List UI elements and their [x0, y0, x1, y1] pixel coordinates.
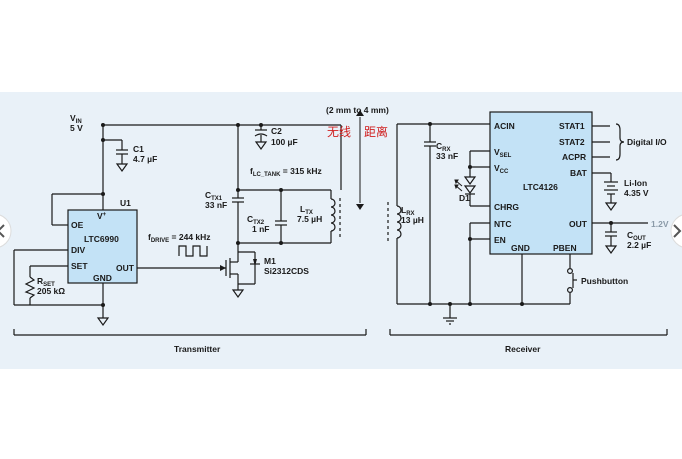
vin-label: VIN — [70, 113, 82, 125]
fdrive-label: fDRIVE = 244 kHz — [148, 232, 211, 244]
cout-value: 2.2 µF — [627, 240, 651, 250]
wireless-annotation: 无线 — [327, 125, 351, 139]
u1-pin-vplus: V+ — [97, 211, 107, 221]
pin-stat2: STAT2 — [559, 137, 585, 147]
c2-value: 100 µF — [271, 137, 298, 147]
crx-name: CRX — [436, 141, 450, 153]
d1-name: D1 — [459, 193, 470, 203]
u1-pin-gnd: GND — [93, 273, 112, 283]
distance-arrow-down — [356, 204, 364, 210]
u1-pin-set: SET — [71, 261, 88, 271]
carousel-next-button[interactable] — [670, 214, 682, 248]
battery-value: 4.35 V — [624, 188, 649, 198]
pin-stat1: STAT1 — [559, 121, 585, 131]
distance-arrow-up — [356, 110, 364, 116]
pin-vcc: VCC — [494, 163, 509, 175]
ltx-name: LTX — [300, 204, 313, 216]
ctx1-value: 33 nF — [205, 200, 227, 210]
transmitter-label: Transmitter — [174, 344, 221, 354]
flc-tank-label: fLC_TANK = 315 kHz — [250, 166, 322, 178]
u1-pin-div: DIV — [71, 245, 86, 255]
distance-label: (2 mm to 4 mm) — [326, 105, 389, 115]
u1-pin-oe: OE — [71, 220, 84, 230]
ground-symbols — [96, 141, 618, 327]
led-light-arrows — [454, 179, 463, 192]
vin-value: 5 V — [70, 123, 83, 133]
u1-ltc6990-chip — [67, 209, 138, 284]
u1-pin-out: OUT — [116, 263, 135, 273]
c1-name: C1 — [133, 144, 144, 154]
pin-bat: BAT — [570, 168, 588, 178]
pin-out: OUT — [569, 219, 588, 229]
u1-part: LTC6990 — [84, 234, 119, 244]
pin-acpr: ACPR — [562, 152, 586, 162]
ctx2-value: 1 nF — [252, 224, 269, 234]
carousel-prev-button[interactable] — [0, 214, 12, 248]
pin-en: EN — [494, 235, 506, 245]
ltx-value: 7.5 µH — [297, 214, 322, 224]
m1-name: M1 — [264, 256, 276, 266]
u1-name: U1 — [120, 198, 131, 208]
receiver-label: Receiver — [505, 344, 541, 354]
pin-gnd: GND — [511, 243, 530, 253]
chevron-left-icon — [0, 224, 5, 238]
lrx-value: 13 µH — [401, 215, 424, 225]
distance-annotation: 距离 — [364, 124, 388, 139]
crx-value: 33 nF — [436, 151, 458, 161]
ctx2-name: CTX2 — [247, 214, 265, 226]
pin-vsel: VSEL — [494, 147, 512, 159]
ltc4126-chip — [489, 111, 593, 255]
pushbutton-label: Pushbutton — [581, 276, 628, 286]
rset-name: RSET — [37, 276, 55, 288]
receiver-ic-part: LTC4126 — [523, 182, 558, 192]
m1-part: Si2312CDS — [264, 266, 309, 276]
battery-name: Li-Ion — [624, 178, 647, 188]
digital-io-label: Digital I/O — [627, 137, 667, 147]
rset-value: 205 kΩ — [37, 286, 65, 296]
cout-name: COUT — [627, 230, 646, 242]
out-voltage-label: 1.2V — [651, 219, 669, 229]
chevron-right-icon — [673, 224, 682, 238]
ctx1-name: CTX1 — [205, 190, 223, 202]
pin-chrg: CHRG — [494, 202, 519, 212]
lrx-name: LRX — [401, 205, 415, 217]
pin-acin: ACIN — [494, 121, 515, 131]
pin-pben: PBEN — [553, 243, 577, 253]
c1-value: 4.7 µF — [133, 154, 157, 164]
pin-ntc: NTC — [494, 219, 511, 229]
top-whitespace — [0, 0, 682, 92]
bottom-whitespace — [0, 369, 682, 459]
c2-name: C2 — [271, 126, 282, 136]
